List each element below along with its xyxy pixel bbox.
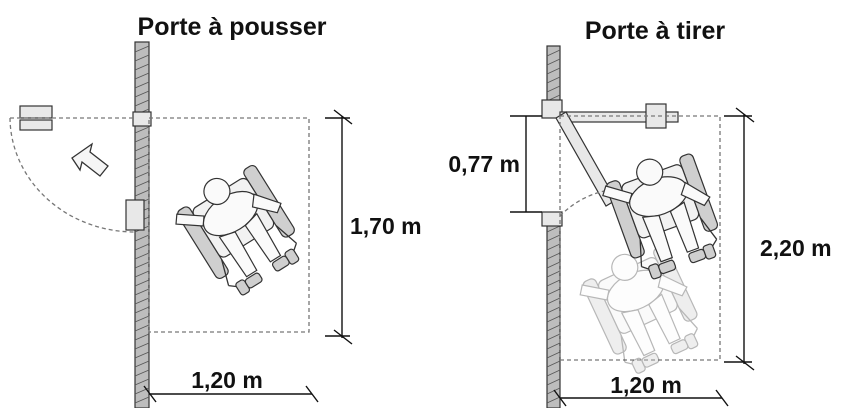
- wall-hatch: [546, 58, 561, 66]
- wall-hatch: [546, 234, 561, 242]
- wall-hatch: [546, 378, 561, 386]
- wall-hatch: [546, 270, 561, 278]
- wall-hatch: [134, 153, 150, 161]
- wall-hatch: [134, 360, 150, 368]
- wall-hatch: [134, 45, 150, 53]
- wall-hatch: [134, 378, 150, 386]
- wall-hatch: [546, 396, 561, 404]
- wall-hatch: [134, 252, 150, 260]
- door-leaf: [9, 105, 152, 233]
- wall-hatch: [546, 252, 561, 260]
- wall-hatch: [546, 85, 561, 93]
- wall-hatch: [134, 369, 150, 377]
- door-width-dimension: 0,77 m: [448, 115, 542, 213]
- wall-hatch: [546, 225, 561, 233]
- wheelchair-user: [165, 154, 313, 307]
- wall-hatch: [134, 90, 150, 98]
- push-arrow-icon: [71, 142, 109, 177]
- wall-hatch: [134, 72, 150, 80]
- wall-hatch: [546, 342, 561, 350]
- width-label: 1,20 m: [610, 372, 682, 398]
- wall-hatch: [134, 396, 150, 404]
- wall-hatch: [134, 270, 150, 278]
- wall-hatch: [134, 351, 150, 359]
- wall-hatch: [134, 234, 150, 242]
- wall-hatch: [546, 324, 561, 332]
- wall-hatch: [134, 306, 150, 314]
- door-width-label: 0,77 m: [448, 151, 520, 177]
- wall-hatch: [134, 99, 150, 107]
- depth-dimension: 1,70 m: [325, 109, 422, 345]
- wall-hatch: [134, 63, 150, 71]
- width-dimension: 1,20 m: [143, 367, 319, 403]
- wall-hatch: [134, 54, 150, 62]
- wall-hatch: [134, 324, 150, 332]
- wall-hatch: [134, 144, 150, 152]
- wall: [546, 45, 561, 408]
- wall-hatch: [546, 243, 561, 251]
- width-dimension: 1,20 m: [553, 372, 729, 407]
- wall-hatch: [546, 67, 561, 75]
- panel-push-door: Porte à pousser: [9, 13, 422, 408]
- wall-hatch: [546, 49, 561, 57]
- wall-hatch: [546, 360, 561, 368]
- wall-hatch: [134, 243, 150, 251]
- wall-hatch: [134, 297, 150, 305]
- panel-title: Porte à tirer: [585, 17, 726, 45]
- wall-hatch: [134, 189, 150, 197]
- wall-hatch: [546, 76, 561, 84]
- wall-hatch: [546, 387, 561, 395]
- wall-hatch: [134, 162, 150, 170]
- wall-hatch: [546, 351, 561, 359]
- wall-hatch: [546, 369, 561, 377]
- wall-hatch: [546, 288, 561, 296]
- wall-hatch: [134, 135, 150, 143]
- wall-hatch: [134, 342, 150, 350]
- depth-dimension: 2,20 m: [724, 107, 832, 371]
- door-leaf: [541, 99, 679, 227]
- wall-hatch: [134, 315, 150, 323]
- wall-hatch: [546, 306, 561, 314]
- wall-hatch: [546, 297, 561, 305]
- width-label: 1,20 m: [191, 367, 263, 393]
- wall-hatch: [546, 315, 561, 323]
- wall-hatch: [546, 261, 561, 269]
- depth-label: 1,70 m: [350, 213, 422, 239]
- manoeuvre-area: [148, 117, 310, 333]
- wall-hatch: [134, 261, 150, 269]
- wall-hatch: [134, 180, 150, 188]
- wall-hatch: [134, 279, 150, 287]
- wall-hatch: [134, 333, 150, 341]
- wall-hatch: [546, 333, 561, 341]
- wall-hatch: [134, 288, 150, 296]
- wall-hatch: [546, 279, 561, 287]
- panel-pull-door: Porte à tirer: [448, 17, 832, 408]
- wall-hatch: [134, 81, 150, 89]
- depth-label: 2,20 m: [760, 235, 832, 261]
- panel-title: Porte à pousser: [138, 13, 327, 41]
- wall-hatch: [134, 126, 150, 134]
- wall-hatch: [134, 171, 150, 179]
